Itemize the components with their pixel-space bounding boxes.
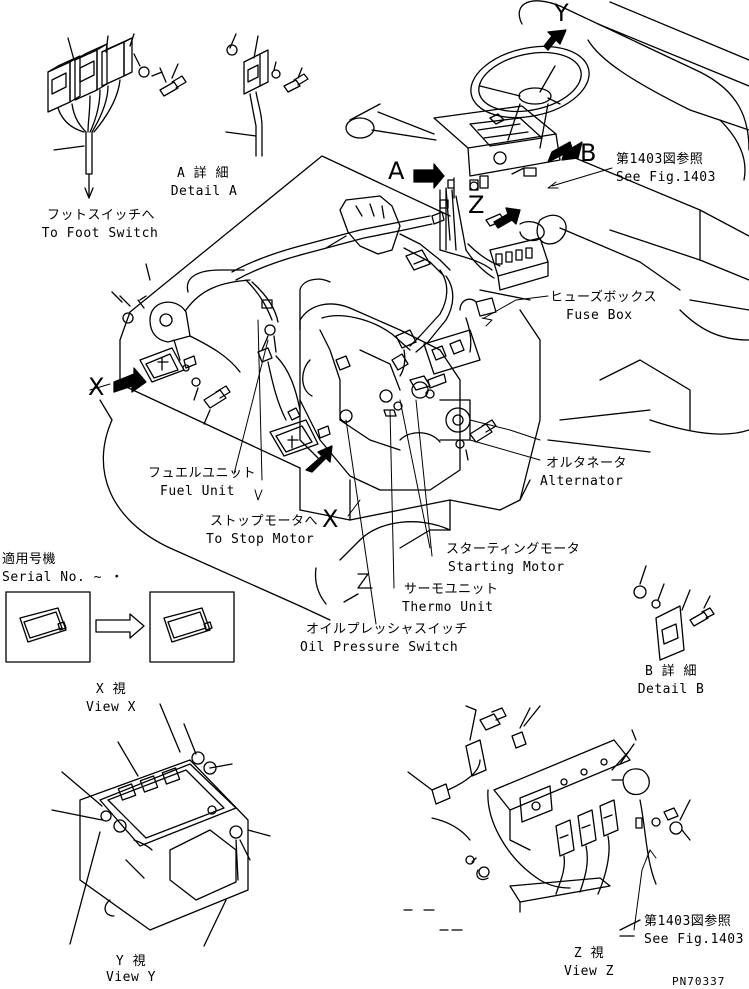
detail-a-label-jp: A 詳 細: [177, 166, 229, 181]
view-x-label-jp: X 視: [95, 682, 127, 697]
view-letter-z: Z: [468, 191, 485, 219]
view-y-label-jp: Y 視: [115, 954, 147, 969]
view-y-label-en: View Y: [106, 970, 156, 985]
thermo-unit-label-en: Thermo Unit: [402, 600, 494, 615]
stop-motor-label-en: To Stop Motor: [206, 532, 315, 547]
oil-pressure-label-en: Oil Pressure Switch: [300, 640, 459, 655]
alternator-label-en: Alternator: [540, 474, 624, 489]
detail-b-drawing: [634, 566, 714, 660]
oil-pressure-label-jp: オイルプレッシャスイッチ: [306, 622, 469, 637]
engine-frame-drawing: [100, 156, 548, 620]
serial-inset-drawing: [6, 592, 234, 662]
detail-b-label-en: Detail B: [637, 682, 705, 697]
view-x-drawing: [52, 704, 270, 946]
fuse-box-label-jp: ヒューズボックス: [550, 290, 657, 305]
foot-switch-label-en: To Foot Switch: [41, 226, 159, 241]
detail-a-drawing: [48, 34, 308, 198]
stop-motor-label-jp: ストップモータへ: [210, 514, 319, 529]
fig-ref-top-jp: 第1403図参照: [616, 152, 704, 167]
serial-label-en: Serial No. ~ ・: [2, 570, 124, 585]
thermo-unit-label-jp: サーモユニット: [404, 582, 499, 597]
steering-area-drawing: [346, 1, 749, 452]
view-z-label-jp: Z 視: [573, 946, 605, 961]
foot-switch-label-jp: フットスイッチへ: [46, 208, 155, 223]
detail-a-label-en: Detail A: [170, 184, 238, 199]
starting-motor-label-jp: スターティングモータ: [446, 542, 581, 557]
view-letter-x-center: X: [322, 505, 339, 533]
view-letter-a: A: [388, 157, 405, 185]
view-letter-y-top: Y: [554, 0, 570, 27]
part-number: PN70337: [672, 975, 726, 988]
fuel-unit-label-en: Fuel Unit: [160, 484, 235, 499]
alternator-label-jp: オルタネータ: [546, 456, 628, 471]
fig-ref-top-en: See Fig.1403: [616, 170, 716, 185]
fuse-box-label-en: Fuse Box: [566, 308, 633, 323]
fig-ref-bottom-jp: 第1403図参照: [644, 914, 732, 929]
view-letter-x-left: X: [88, 373, 105, 401]
detail-b-label-jp: B 詳 細: [645, 664, 697, 679]
starting-motor-label-en: Starting Motor: [448, 560, 565, 575]
leader-lines: [90, 168, 656, 930]
serial-label-jp: 適用号機: [2, 552, 57, 567]
fig-ref-bottom-en: See Fig.1403: [644, 932, 744, 947]
view-x-label-en: View X: [86, 700, 136, 715]
view-letter-b: B: [580, 139, 597, 167]
view-z-drawing: [404, 706, 690, 936]
fuel-unit-label-jp: フュエルユニット: [148, 466, 257, 481]
view-z-label-en: View Z: [564, 964, 614, 979]
